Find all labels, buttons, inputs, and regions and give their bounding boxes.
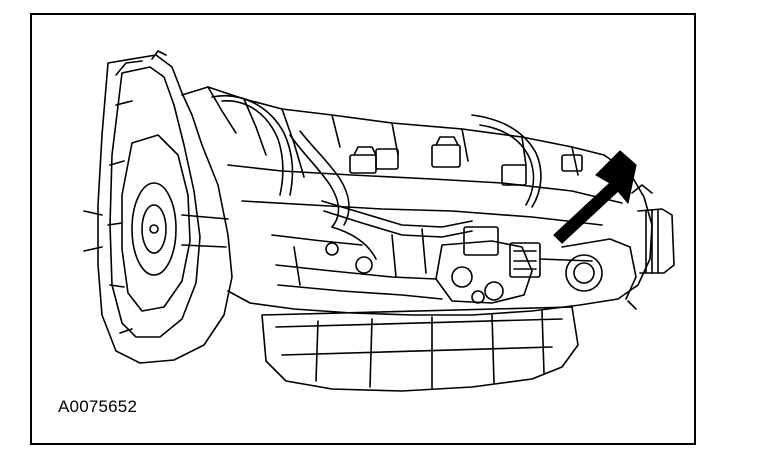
transmission-case (181, 86, 653, 316)
wiring-harness (211, 95, 542, 260)
figure-frame: A0075652 (30, 13, 696, 445)
oil-pan (261, 306, 579, 392)
connectors (349, 136, 583, 186)
figure-id-label: A0075652 (58, 397, 138, 416)
bell-housing (83, 50, 233, 364)
valve-body-detail (271, 226, 637, 304)
arrow-icon (553, 150, 637, 244)
transmission-illustration (83, 50, 675, 392)
output-shaft (627, 184, 675, 310)
